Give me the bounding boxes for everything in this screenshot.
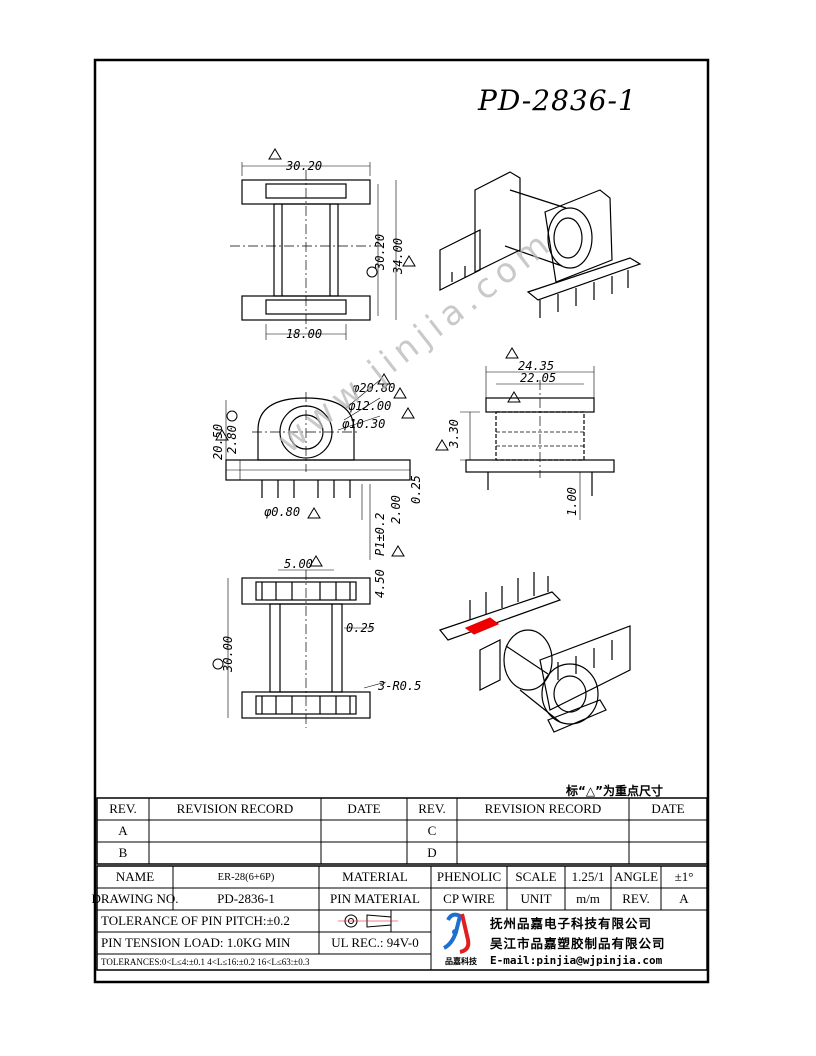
date-header-1: DATE xyxy=(347,801,381,816)
rev-row-c: C xyxy=(427,823,437,838)
drawing-no-label: DRAWING NO. xyxy=(91,891,179,906)
dim-front-d1: φ20.80 xyxy=(352,381,395,395)
dim-bottom-radius: 3-R0.5 xyxy=(377,679,421,693)
revision-table xyxy=(96,797,708,865)
angle-value: ±1° xyxy=(674,869,694,884)
angle-label: ANGLE xyxy=(613,869,659,884)
rev-row-a: A xyxy=(118,823,128,838)
name-value: ER-28(6+6P) xyxy=(217,871,275,883)
ul-rec: UL REC.: 94V-0 xyxy=(331,935,419,950)
isometric-view-lower xyxy=(438,572,631,733)
logo-text: 品嘉科技 xyxy=(445,956,477,966)
company-name-1: 抚州品嘉电子科技有限公司 xyxy=(490,915,653,931)
tolerance-pin-pitch: TOLERANCE OF PIN PITCH:±0.2 xyxy=(101,913,290,928)
revision-record-header-1: REVISION RECORD xyxy=(176,801,294,816)
front-view xyxy=(215,373,415,560)
dim-front-base: 2.80 xyxy=(225,425,239,454)
rev-header-2: REV. xyxy=(418,801,446,816)
dim-side-outer: 24.35 xyxy=(518,359,554,373)
dim-front-pitch: P1±0.2 xyxy=(373,513,387,556)
dim-top-outer: 34.00 xyxy=(391,238,405,275)
drawing-title: PD-2836-1 xyxy=(478,84,637,117)
dim-front-pin-dia: φ0.80 xyxy=(264,505,300,519)
rev-header-1: REV. xyxy=(109,801,137,816)
tolerances: TOLERANCES:0<L≤4:±0.1 4<L≤16:±0.2 16<L≤6… xyxy=(101,957,310,967)
top-view xyxy=(230,148,416,340)
material-label: MATERIAL xyxy=(342,869,408,884)
title-block xyxy=(96,865,708,971)
pin-tension: PIN TENSION LOAD: 1.0KG MIN xyxy=(101,935,291,950)
dim-front-d3: φ10.30 xyxy=(342,417,385,431)
scale-value: 1.25/1 xyxy=(571,869,605,884)
revision-record-header-2: REVISION RECORD xyxy=(484,801,602,816)
dim-side-step: 3.30 xyxy=(447,419,461,449)
pin-material-label: PIN MATERIAL xyxy=(330,891,420,906)
unit-value: m/m xyxy=(576,891,600,906)
rev-label: REV. xyxy=(622,891,650,906)
dim-top-inner: 30.20 xyxy=(373,234,387,271)
material-value: PHENOLIC xyxy=(436,869,502,884)
dim-side-inner: 22.05 xyxy=(520,371,556,385)
drawing-border xyxy=(93,58,710,984)
company-logo xyxy=(443,912,471,954)
dim-front-height: 20.50 xyxy=(211,424,225,460)
date-header-2: DATE xyxy=(651,801,685,816)
pin-material-value: CP WIRE xyxy=(443,891,495,906)
dim-bottom-length: 30.00 xyxy=(221,636,235,673)
dim-front-pin-len: 2.00 xyxy=(389,495,403,524)
dim-bottom-gap: 0.25 xyxy=(346,621,375,635)
dim-front-pin-gap: 0.25 xyxy=(409,475,423,504)
key-dimension-note: 标“△”为重点尺寸 xyxy=(566,784,664,798)
isometric-view-upper xyxy=(439,171,642,318)
scale-label: SCALE xyxy=(515,869,557,884)
dim-side-pin: 1.00 xyxy=(565,487,579,516)
side-view xyxy=(435,347,615,520)
unit-label: UNIT xyxy=(520,891,552,906)
drawing-no-value: PD-2836-1 xyxy=(217,891,275,906)
name-label: NAME xyxy=(115,869,155,884)
rev-row-d: D xyxy=(427,845,437,860)
dim-top-width: 30.20 xyxy=(285,159,322,173)
rev-row-b: B xyxy=(118,845,128,860)
dim-bottom-pitch: 5.00 xyxy=(284,557,313,571)
bottom-view xyxy=(212,555,387,728)
dim-front-d2: φ12.00 xyxy=(348,399,391,413)
dim-top-bottom: 18.00 xyxy=(286,327,322,341)
company-email: E-mail:pinjia@wjpinjia.com xyxy=(490,953,663,967)
dim-front-pin-total: 4.50 xyxy=(373,569,387,598)
rev-value: A xyxy=(679,891,689,906)
company-name-2: 吴江市品嘉塑胶制品有限公司 xyxy=(490,935,666,951)
